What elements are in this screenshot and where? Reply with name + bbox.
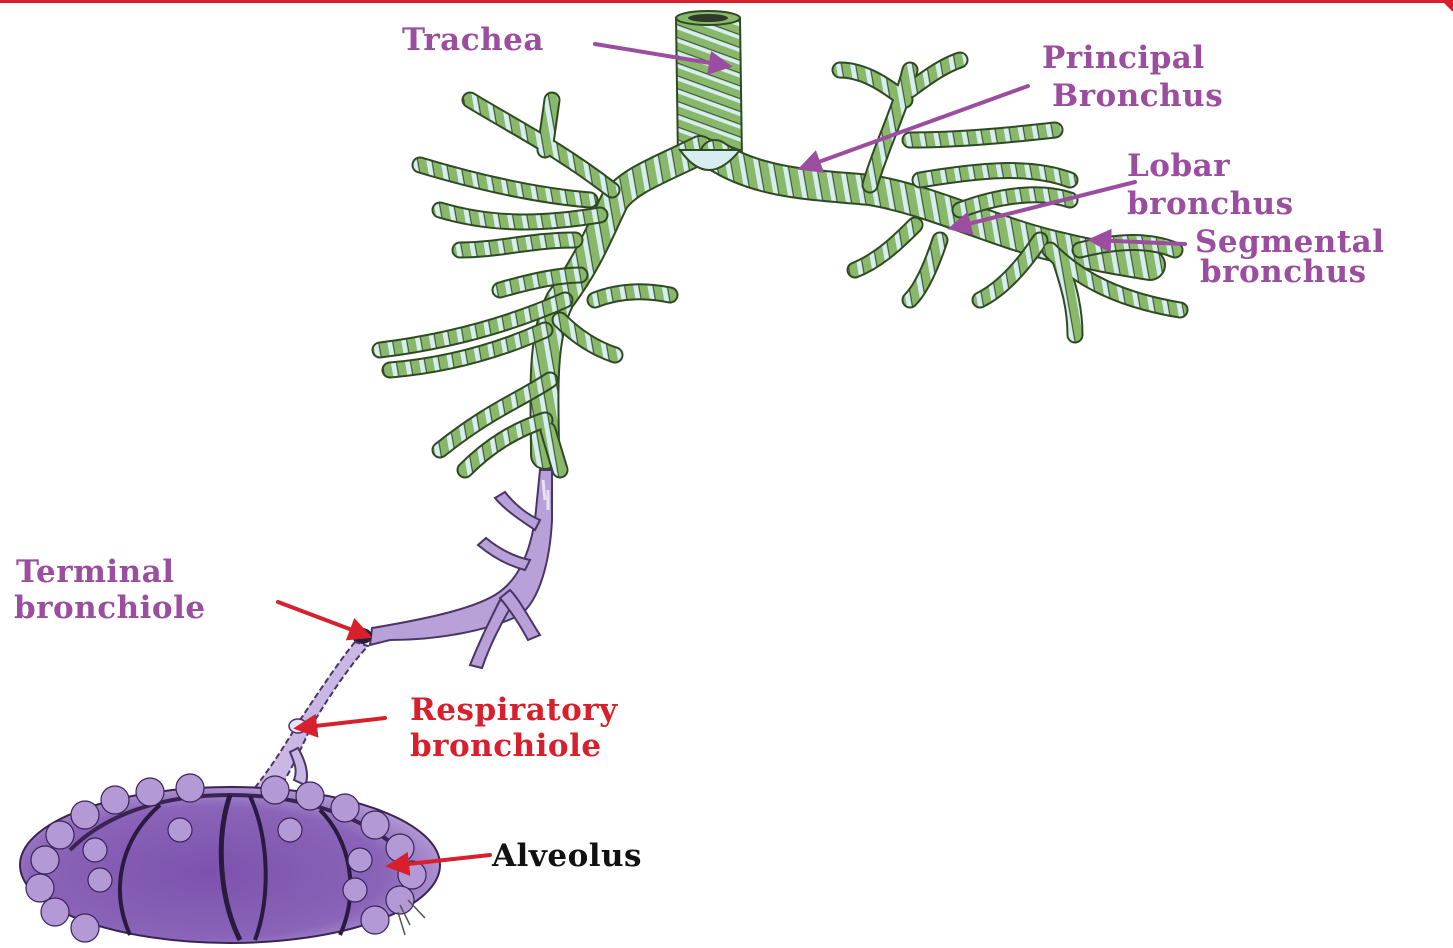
trachea-shape [676, 11, 742, 160]
label-terminal-line1: Terminal [16, 554, 175, 590]
label-lobar-line2: bronchus [1127, 186, 1294, 222]
label-segmental-line2: bronchus [1200, 254, 1367, 290]
label-principal-line2: Bronchus [1052, 78, 1223, 114]
right-lung-bronchial-tree [380, 100, 700, 470]
alveolar-sac-shape [20, 774, 440, 943]
terminal-bronchiole-shape [352, 470, 552, 668]
label-terminal-line2: bronchiole [14, 590, 206, 626]
label-alveolus: Alveolus [492, 838, 642, 874]
arrow-icon [802, 86, 1028, 168]
label-trachea: Trachea [402, 22, 544, 58]
label-principal-line1: Principal [1042, 40, 1205, 76]
label-lobar-line1: Lobar [1127, 148, 1230, 184]
arrow-icon [278, 602, 368, 636]
label-respiratory-line1: Respiratory [410, 692, 618, 728]
label-respiratory-line2: bronchiole [410, 728, 602, 764]
